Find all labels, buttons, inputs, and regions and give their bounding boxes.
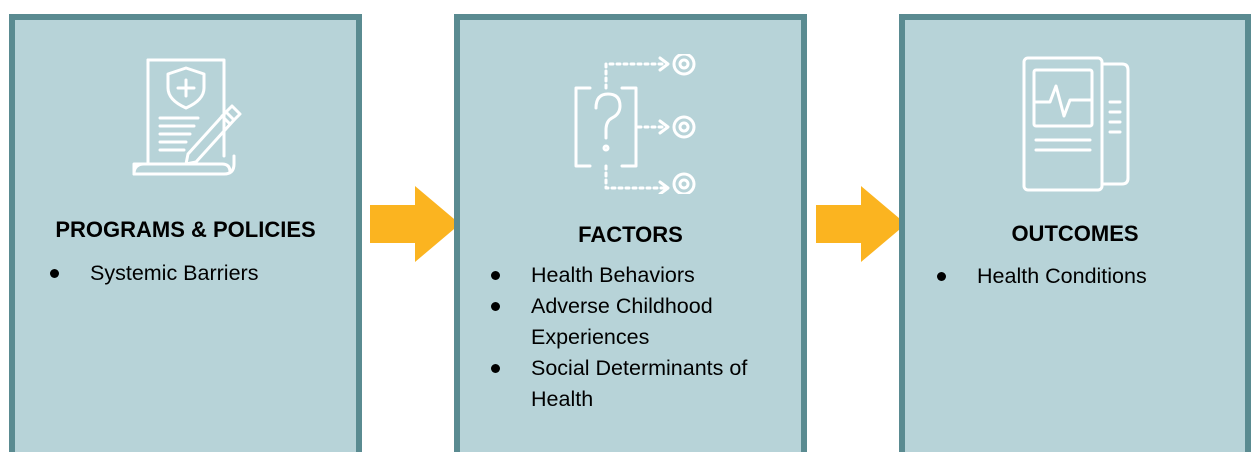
list-item: Health Conditions [937, 261, 1237, 292]
bullet-icon [491, 271, 500, 280]
panel-title: PROGRAMS & POLICIES [55, 217, 316, 242]
bullet-icon [491, 302, 500, 311]
list-item: Health Behaviors [491, 260, 791, 291]
bullet-list: Systemic Barriers [50, 258, 350, 289]
panel-programs-policies: PROGRAMS & POLICIES Systemic Barriers [9, 14, 362, 452]
policy-document-icon [15, 54, 356, 194]
panel-factors: FACTORS Health Behaviors Adverse Childho… [454, 14, 807, 452]
list-item: Systemic Barriers [50, 258, 350, 289]
bullet-list: Health Behaviors Adverse Childhood Exper… [491, 260, 791, 415]
bullet-icon [937, 272, 946, 281]
bullet-list: Health Conditions [937, 261, 1237, 292]
bullet-icon [50, 269, 59, 278]
list-item: Adverse Childhood Experiences [491, 291, 791, 353]
bullet-icon [491, 364, 500, 373]
list-item: Social Determinants of Health [491, 353, 791, 415]
arrow-right-icon [370, 186, 460, 262]
panel-outcomes: OUTCOMES Health Conditions [899, 14, 1251, 452]
panel-title: OUTCOMES [1011, 221, 1139, 246]
arrow-right-icon [816, 186, 906, 262]
health-monitor-icon [905, 54, 1245, 194]
question-branch-targets-icon [460, 54, 801, 194]
panel-title: FACTORS [578, 222, 683, 247]
